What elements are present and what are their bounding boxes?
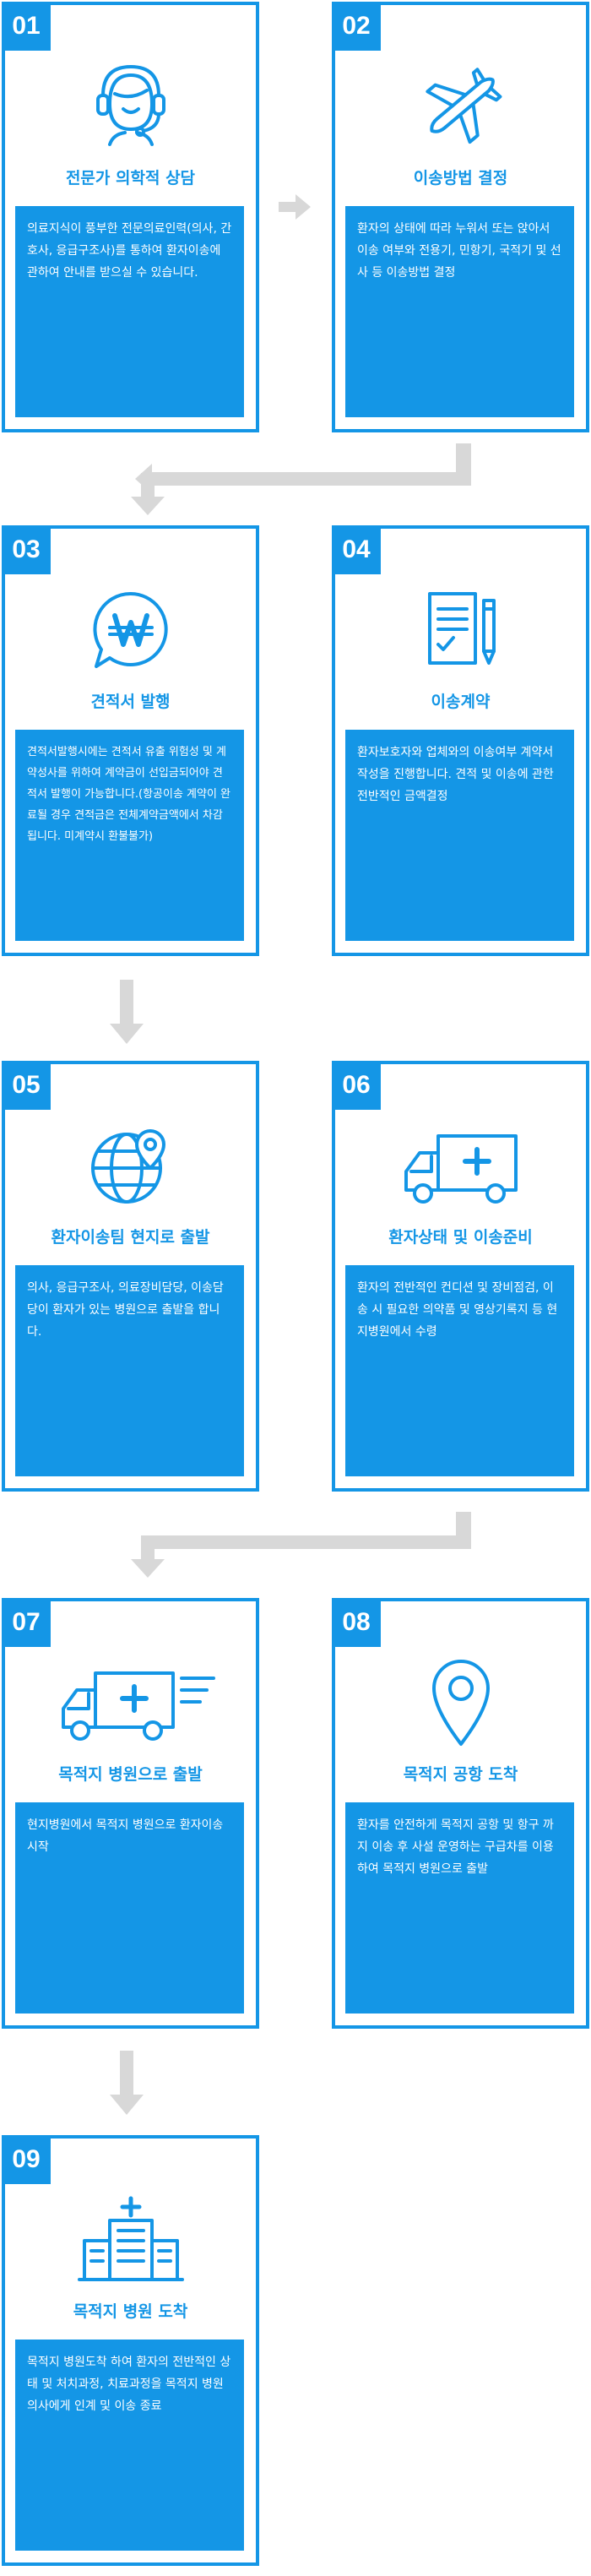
- arrow-down-icon: [131, 1535, 165, 1578]
- step-title: 목적지 공항 도착: [403, 1765, 518, 1784]
- ambulance-icon: [335, 1115, 586, 1216]
- step-description: 환자의 전반적인 컨디션 및 장비점검, 이송 시 필요한 의약품 및 영상기록…: [345, 1265, 574, 1476]
- step-title: 이송방법 결정: [413, 169, 508, 187]
- hospital-icon: [5, 2189, 256, 2291]
- airplane-icon: [335, 56, 586, 157]
- step-title: 전문가 의학적 상담: [65, 169, 196, 187]
- step-number: 02: [332, 2, 381, 51]
- step-description: 환자를 안전하게 목적지 공항 및 항구 까지 이송 후 사설 운영하는 구급차…: [345, 1802, 574, 2014]
- arrow-down-icon: [131, 473, 165, 515]
- step-number: 07: [2, 1598, 51, 1647]
- step-description: 의료지식이 풍부한 전문의료인력(의사, 간호사, 응급구조사)를 통하여 환자…: [15, 206, 244, 417]
- step-card-02: 02 이송방법 결정 환자의 상태에 따라 누워서 또는 앉아서 이송 여부와 …: [332, 2, 589, 432]
- step-card-03: 03 견적서 발행 견적서발행시에는 견적서 유출 위험성 및 계약성사를 위하…: [2, 525, 259, 956]
- elbow-arrow-icon: [152, 1512, 471, 1549]
- step-description: 목적지 병원도착 하여 환자의 전반적인 상태 및 처치과정, 치료과정을 목적…: [15, 2340, 244, 2551]
- step-description: 환자의 상태에 따라 누워서 또는 앉아서 이송 여부와 전용기, 민항기, 국…: [345, 206, 574, 417]
- step-number: 09: [2, 2135, 51, 2184]
- step-number: 06: [332, 1061, 381, 1110]
- step-title: 목적지 병원 도착: [73, 2302, 188, 2321]
- step-description: 현지병원에서 목적지 병원으로 환자이송 시작: [15, 1802, 244, 2014]
- step-card-01: 01 전문가 의학적 상담 의료지식이 풍부한 전문의료인력(의사, 간호사, …: [2, 2, 259, 432]
- step-card-06: 06 환자상태 및 이송준비 환자의 전반적인 컨디션 및 장비점검, 이송 시…: [332, 1061, 589, 1492]
- arrow-down-icon: [110, 2051, 144, 2115]
- step-card-05: 05 환자이송팀 현지로 출발 의사, 응급구조사, 의료장비담당, 이송담당이…: [2, 1061, 259, 1492]
- step-title: 환자이송팀 현지로 출발: [51, 1228, 210, 1247]
- won-speech-bubble-icon: [5, 579, 256, 681]
- step-title: 이송계약: [431, 693, 491, 711]
- step-card-08: 08 목적지 공항 도착 환자를 안전하게 목적지 공항 및 항구 까지 이송 …: [332, 1598, 589, 2029]
- arrow-down-icon: [110, 980, 144, 1044]
- step-title: 견적서 발행: [90, 693, 171, 711]
- document-pencil-icon: [335, 579, 586, 681]
- step-card-07: 07 목적지 병원으로 출발 현지병원에서 목적지 병원으로 환자이송 시작: [2, 1598, 259, 2029]
- step-number: 03: [2, 525, 51, 574]
- elbow-arrow-icon: [135, 443, 471, 494]
- step-description: 환자보호자와 업체와의 이송여부 계약서작성을 진행합니다. 견적 및 이송에 …: [345, 730, 574, 941]
- step-number: 01: [2, 2, 51, 51]
- moving-ambulance-icon: [5, 1652, 256, 1753]
- step-description: 견적서발행시에는 견적서 유출 위험성 및 계약성사를 위하여 계약금이 선입금…: [15, 730, 244, 941]
- headset-operator-icon: [5, 56, 256, 157]
- step-number: 08: [332, 1598, 381, 1647]
- step-number: 04: [332, 525, 381, 574]
- step-card-09: 09 목적지 병원 도착 목적지 병원도착 하여 환자의 전반적인 상태 및 처…: [2, 2135, 259, 2566]
- step-title: 목적지 병원으로 출발: [58, 1765, 203, 1784]
- step-title: 환자상태 및 이송준비: [388, 1228, 533, 1247]
- arrow-right-icon: [279, 194, 311, 220]
- step-card-04: 04 이송계약 환자보호자와 업체와의 이송여부 계약서작성을 진행합니다. 견…: [332, 525, 589, 956]
- location-pin-icon: [335, 1652, 586, 1753]
- step-number: 05: [2, 1061, 51, 1110]
- globe-location-icon: [5, 1115, 256, 1216]
- step-description: 의사, 응급구조사, 의료장비담당, 이송담당이 환자가 있는 병원으로 출발을…: [15, 1265, 244, 1476]
